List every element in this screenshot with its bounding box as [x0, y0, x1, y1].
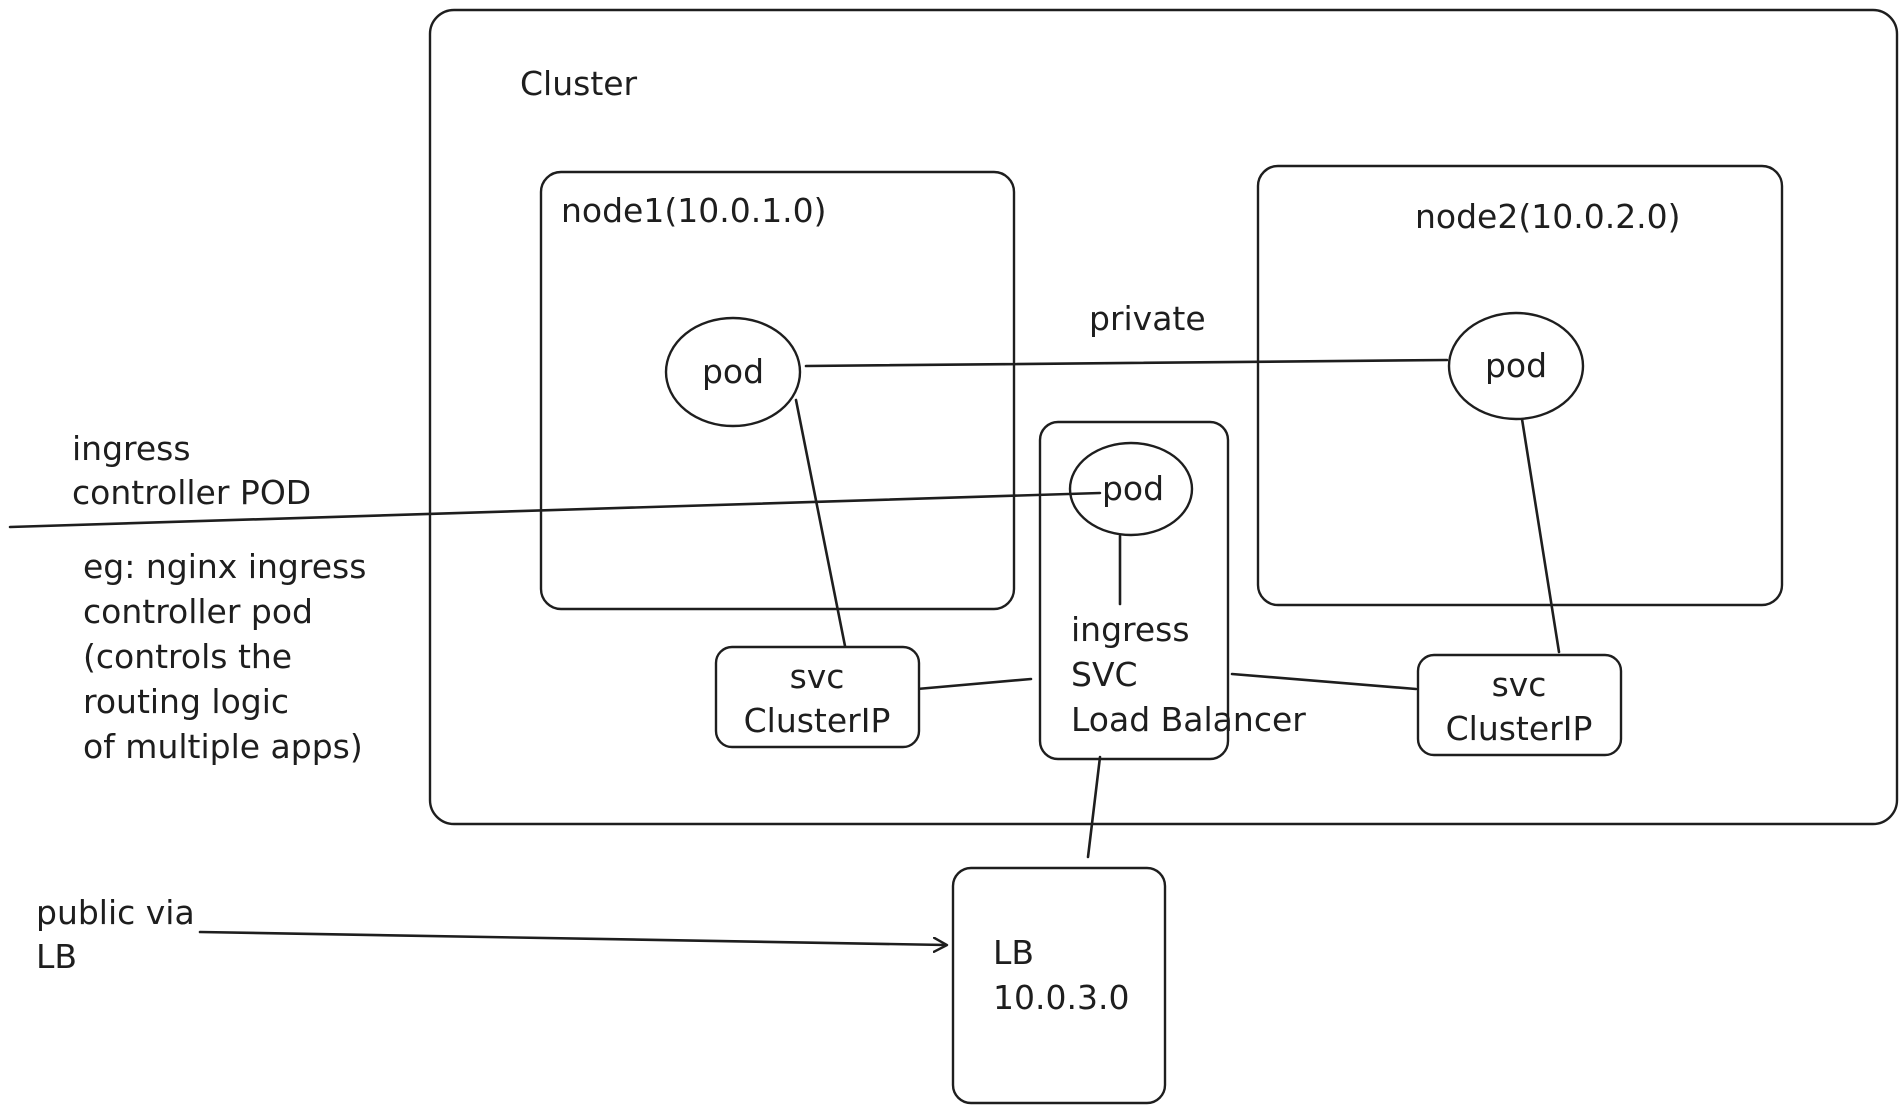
pod-node2: pod [1447, 311, 1585, 421]
svc-right-box: svc ClusterIP [1416, 653, 1623, 757]
node1-label: node1(10.0.1.0) [561, 191, 827, 230]
private-link-label: private [1089, 299, 1206, 338]
lb-box: LB 10.0.3.0 [951, 866, 1167, 1105]
pod-ingress-label: pod [1102, 469, 1164, 508]
example-note-line1: eg: nginx ingress [83, 547, 366, 586]
edge-ingress-controller-line [8, 491, 1102, 529]
public-note-line2: LB [36, 937, 77, 976]
example-note-line4: routing logic [83, 682, 289, 721]
cluster-label: Cluster [520, 64, 638, 103]
lb-label-line1: LB [993, 933, 1034, 972]
ingress-svc-label-line3: Load Balancer [1071, 700, 1306, 739]
public-note: public via LB [36, 893, 195, 976]
node2-label: node2(10.0.2.0) [1415, 197, 1681, 236]
ingress-controller-note: ingress controller POD [72, 429, 311, 512]
pod-node1-label: pod [702, 352, 764, 391]
ingress-svc-box: ingress SVC Load Balancer [1038, 420, 1306, 761]
edge-pod1-to-svc-left [794, 398, 847, 648]
ingress-svc-label-line1: ingress [1071, 610, 1190, 649]
example-note-line3: (controls the [83, 637, 292, 676]
lb-label-line2: 10.0.3.0 [993, 978, 1129, 1017]
ingress-svc-label-line2: SVC [1071, 655, 1138, 694]
svc-left-label-line2: ClusterIP [744, 701, 891, 740]
svc-left-box: svc ClusterIP [714, 645, 921, 749]
pod-ingress: pod [1068, 441, 1194, 537]
example-note: eg: nginx ingress controller pod (contro… [83, 547, 366, 766]
edge-pod-to-pod-private [804, 358, 1449, 368]
edge-public-to-lb-arrow [198, 930, 946, 945]
edge-svc-left-to-ingress-svc [915, 677, 1033, 691]
example-note-line5: of multiple apps) [83, 727, 363, 766]
ingress-controller-note-line1: ingress [72, 429, 191, 468]
pod-node2-label: pod [1485, 346, 1547, 385]
example-note-line2: controller pod [83, 592, 313, 631]
edge-ingress-svc-to-lb [1086, 755, 1102, 859]
ingress-controller-note-line2: controller POD [72, 473, 311, 512]
public-note-line1: public via [36, 893, 195, 932]
pod-node1: pod [664, 316, 802, 428]
edge-pod2-to-svc-right [1520, 417, 1561, 654]
svc-right-label-line2: ClusterIP [1446, 709, 1593, 748]
edge-ingress-svc-to-svc-right [1230, 672, 1418, 691]
svc-right-label-line1: svc [1492, 665, 1547, 704]
svc-left-label-line1: svc [790, 657, 845, 696]
